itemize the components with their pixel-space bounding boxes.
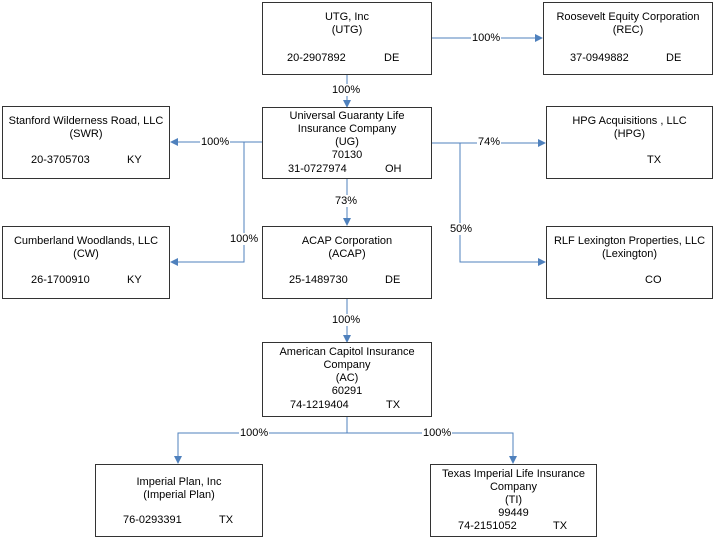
entity-naic: 70130 (331, 149, 363, 161)
pct-ac-ip: 100% (239, 427, 270, 439)
entity-ein: 26-1700910 (31, 274, 90, 286)
connector-ac-ti (347, 432, 517, 464)
entity-abbr: (Imperial Plan) (143, 489, 215, 501)
pct-ug-lex: 50% (449, 223, 474, 235)
entity-name: UTG, Inc (324, 11, 369, 23)
pct-ac-ti: 100% (422, 427, 453, 439)
entity-name: American Capitol Insurance Company (279, 346, 415, 371)
entity-name: Cumberland Woodlands, LLC (13, 235, 159, 247)
entity-abbr: (ACAP) (328, 248, 366, 260)
entity-abbr: (AC) (335, 372, 359, 384)
entity-abbr: (HPG) (613, 128, 646, 140)
connector-ac-ip (174, 416, 348, 464)
entity-state: CO (645, 274, 662, 286)
entity-abbr: (TI) (504, 494, 523, 506)
entity-state: DE (384, 52, 400, 64)
entity-state: TX (219, 514, 234, 526)
entity-abbr: (REC) (612, 24, 644, 36)
entity-state: TX (386, 399, 401, 411)
entity-box-swr: Stanford Wilderness Road, LLC (SWR) 20-3… (2, 106, 170, 179)
entity-box-hpg: HPG Acquisitions , LLC (HPG) TX (546, 106, 713, 179)
entity-abbr: (UTG) (331, 24, 363, 36)
entity-state: KY (127, 274, 142, 286)
entity-state: DE (666, 52, 682, 64)
entity-box-imperial-plan: Imperial Plan, Inc (Imperial Plan) 76-02… (95, 464, 263, 537)
entity-abbr: (Lexington) (601, 248, 658, 260)
entity-box-lexington: RLF Lexington Properties, LLC (Lexington… (546, 226, 713, 299)
entity-ein: 20-3705703 (31, 154, 90, 166)
entity-state: TX (647, 154, 662, 166)
entity-abbr: (UG) (335, 136, 359, 148)
entity-name: Texas Imperial Life Insurance Company (441, 468, 586, 493)
pct-ug-cw: 100% (229, 233, 260, 245)
pct-ug-hpg: 74% (477, 136, 502, 148)
pct-utg-rec: 100% (471, 32, 502, 44)
entity-ein: 76-0293391 (123, 514, 182, 526)
entity-name: ACAP Corporation (301, 235, 393, 247)
entity-name: RLF Lexington Properties, LLC (553, 235, 706, 247)
entity-ein: 25-1489730 (289, 274, 348, 286)
entity-box-utg: UTG, Inc (UTG) 20-2907892 DE (262, 2, 432, 75)
pct-acap-ac: 100% (331, 314, 362, 326)
entity-name: HPG Acquisitions , LLC (572, 115, 687, 127)
entity-naic: 60291 (331, 385, 363, 397)
pct-ug-acap: 73% (334, 195, 359, 207)
entity-box-ti: Texas Imperial Life Insurance Company (T… (430, 464, 597, 537)
entity-state: TX (553, 520, 568, 532)
entity-ein: 31-0727974 (288, 163, 347, 175)
entity-ein: 37-0949882 (570, 52, 629, 64)
pct-utg-ug: 100% (331, 84, 362, 96)
entity-box-cw: Cumberland Woodlands, LLC (CW) 26-170091… (2, 226, 170, 299)
entity-state: DE (385, 274, 401, 286)
entity-name: Stanford Wilderness Road, LLC (8, 115, 164, 127)
entity-abbr: (CW) (73, 248, 99, 260)
entity-state: KY (127, 154, 142, 166)
connector-ug-lex (459, 143, 546, 266)
connector-ug-cw (170, 142, 245, 266)
entity-name: Imperial Plan, Inc (136, 476, 222, 488)
entity-name: Roosevelt Equity Corporation (556, 11, 700, 23)
entity-abbr: (SWR) (69, 128, 103, 140)
pct-ug-swr: 100% (200, 136, 231, 148)
entity-ein: 74-1219404 (290, 399, 349, 411)
entity-name: Universal Guaranty Life Insurance Compan… (289, 110, 405, 135)
entity-state: OH (385, 163, 402, 175)
entity-box-acap: ACAP Corporation (ACAP) 25-1489730 DE (262, 226, 432, 299)
entity-naic: 99449 (498, 507, 529, 519)
entity-box-ug: Universal Guaranty Life Insurance Compan… (262, 107, 432, 179)
entity-box-rec: Roosevelt Equity Corporation (REC) 37-09… (543, 2, 713, 75)
entity-ein: 74-2151052 (458, 520, 517, 532)
entity-box-ac: American Capitol Insurance Company (AC) … (262, 342, 432, 417)
entity-ein: 20-2907892 (287, 52, 346, 64)
